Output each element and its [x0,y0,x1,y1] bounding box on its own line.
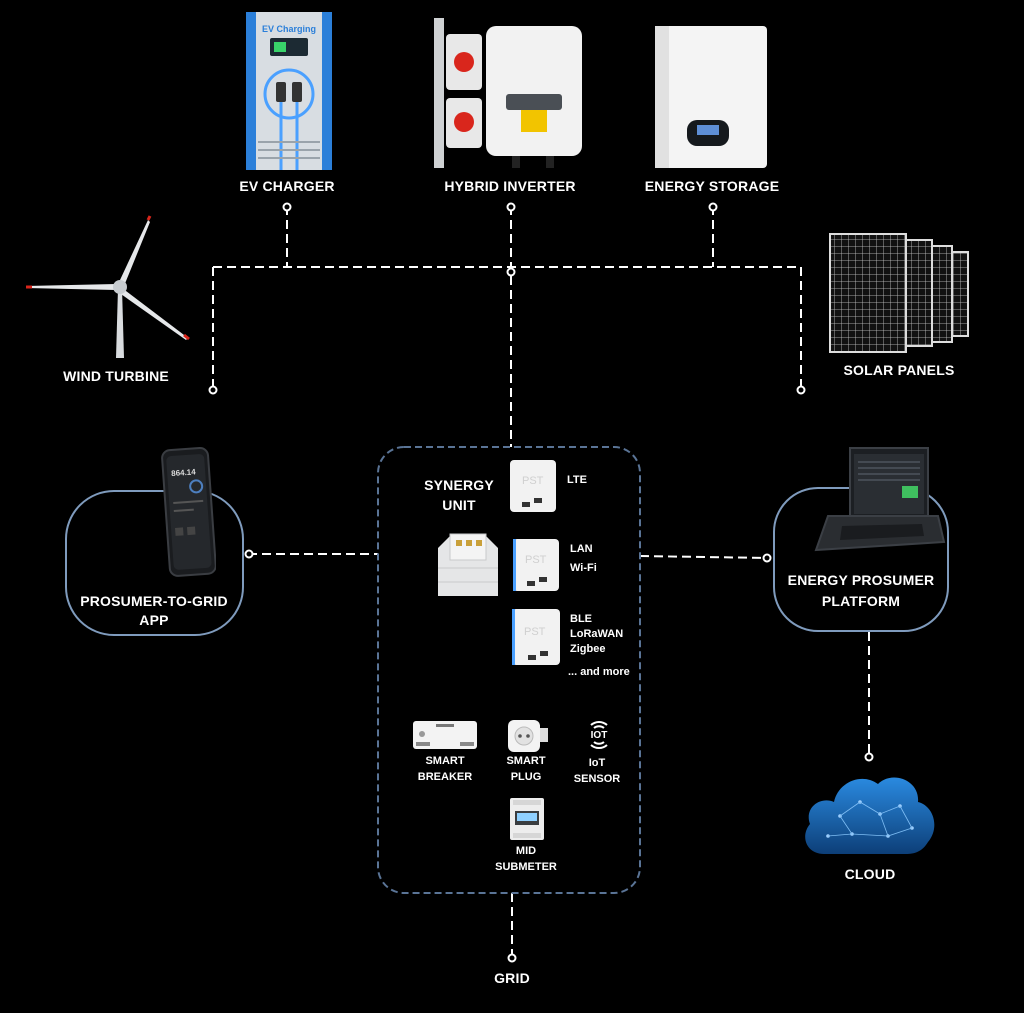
smart-plug-label-line2: PLUG [510,771,542,783]
submeter-icon [510,798,544,840]
communication-module-icon: PST [510,460,556,512]
module-brand-text: PST [524,626,546,638]
ev-charger-screen-text: EV Charging [262,24,316,34]
energy-storage-icon [655,26,767,168]
synergy-unit-label-line2: UNIT [442,497,476,513]
module-lorawan-label: LoRaWAN [570,628,624,640]
wind-turbine-label: WIND TURBINE [63,368,169,384]
synergy-unit-label-line1: SYNERGY [424,477,494,493]
hybrid-inverter-label: HYBRID INVERTER [444,178,576,194]
mid-submeter-label-line1: MID [515,845,537,857]
phone-icon: 864.14 [161,447,216,577]
more-protocols-label: ... and more [568,666,630,678]
module-brand-text: PST [525,554,547,566]
mid-submeter-label-line2: SUBMETER [495,861,557,873]
iot-logo-text: IOT [591,730,608,741]
solar-panels-label: SOLAR PANELS [843,362,955,378]
module-lan-label: LAN [570,543,593,555]
iot-sensor-label-line1: IoT [588,757,606,769]
smart-plug-icon [508,720,548,752]
smart-plug-label-line1: SMART [506,755,546,767]
smart-breaker-icon [413,721,477,749]
ev-charger-icon: EV Charging [246,12,332,170]
smart-breaker-label-line2: BREAKER [417,771,473,783]
platform-label-line1: ENERGY PROSUMER [787,572,935,588]
communication-module-icon: PST [512,609,560,665]
ev-charger-label: EV CHARGER [239,178,335,194]
phone-screen-value: 864.14 [171,467,197,478]
cloud-label: CLOUD [844,866,896,882]
module-ble-label: BLE [570,613,592,625]
module-lte-label: LTE [567,474,587,486]
iot-sensor-label-line2: SENSOR [573,773,621,785]
din-rail-unit-icon [438,533,498,596]
solar-panels-icon [829,233,969,353]
energy-storage-label: ENERGY STORAGE [644,178,780,194]
app-label-line1: PROSUMER-TO-GRID [80,593,228,609]
module-brand-text: PST [522,475,544,487]
module-wifi-label: Wi-Fi [570,562,597,574]
communication-module-icon: PST [513,539,559,591]
wind-turbine-icon [26,215,190,358]
platform-label-line2: PLATFORM [821,593,901,609]
smart-breaker-label-line1: SMART [425,755,465,767]
iot-logo-icon: IOT [590,721,608,749]
grid-label: GRID [494,970,530,986]
module-zigbee-label: Zigbee [570,643,606,655]
app-label-line2: APP [139,612,169,628]
hybrid-inverter-icon [434,18,582,168]
cloud-icon [805,777,935,854]
laptop-icon [814,447,946,552]
